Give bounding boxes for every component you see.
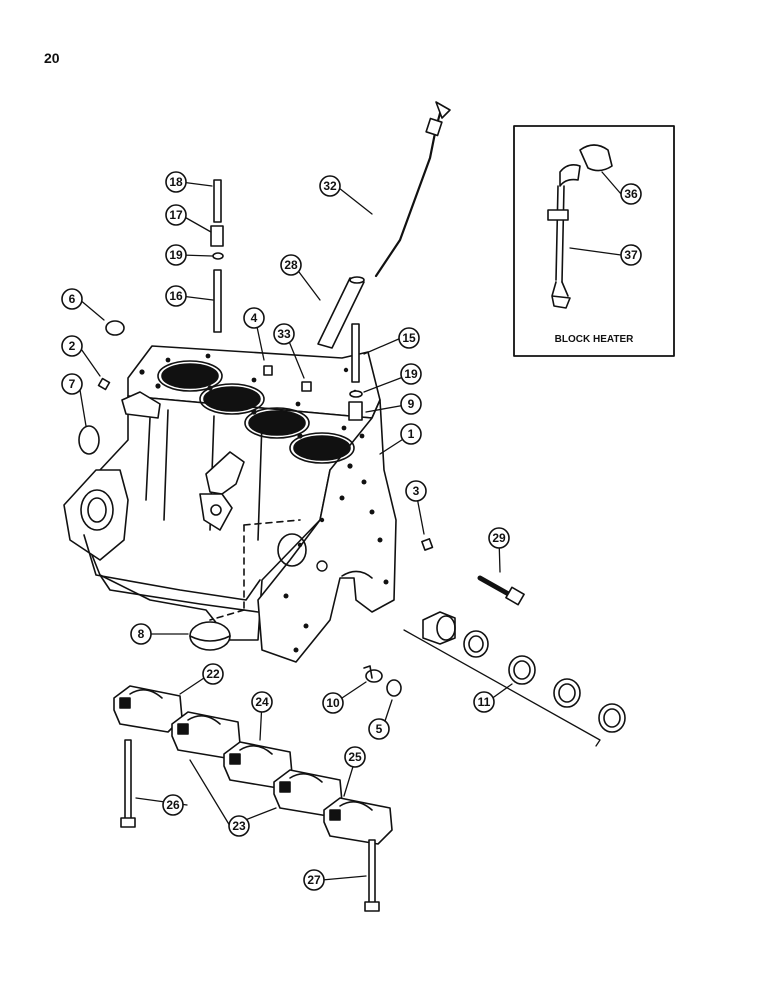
- callout-29: 29: [488, 527, 510, 549]
- plug-33: [301, 381, 312, 392]
- callout-5: 5: [368, 718, 390, 740]
- svg-text:19: 19: [169, 248, 183, 262]
- main-bearing-bolt-27: [364, 839, 380, 912]
- callout-23: 23: [228, 815, 250, 837]
- svg-text:18: 18: [169, 175, 183, 189]
- callout-2: 2: [61, 335, 83, 357]
- svg-text:37: 37: [624, 248, 638, 262]
- plug-3: [421, 538, 434, 551]
- svg-text:17: 17: [169, 208, 183, 222]
- callout-28: 28: [280, 254, 302, 276]
- callout-16: 16: [165, 285, 187, 307]
- camshaft-bearings: [403, 611, 626, 747]
- callout-1: 1: [400, 423, 422, 445]
- callout-19: 19: [165, 244, 187, 266]
- svg-text:15: 15: [402, 331, 416, 345]
- svg-text:22: 22: [206, 667, 220, 681]
- svg-text:25: 25: [348, 750, 362, 764]
- plug-4: [263, 365, 273, 376]
- callout-9: 9: [400, 393, 422, 415]
- svg-text:10: 10: [326, 696, 340, 710]
- dipstick-tube-28: [317, 276, 365, 349]
- callout-18: 18: [165, 171, 187, 193]
- svg-text:8: 8: [138, 627, 145, 641]
- svg-text:3: 3: [413, 484, 420, 498]
- svg-text:32: 32: [323, 179, 337, 193]
- callout-25: 25: [344, 746, 366, 768]
- callout-17: 17: [165, 204, 187, 226]
- bolt-29: [477, 575, 525, 606]
- svg-text:4: 4: [251, 311, 258, 325]
- main-bearing-bolt-26: [120, 739, 136, 828]
- svg-text:6: 6: [69, 292, 76, 306]
- callout-8: 8: [130, 623, 152, 645]
- svg-text:36: 36: [624, 187, 638, 201]
- callout-33: 33: [273, 323, 295, 345]
- cylinder-block: [63, 345, 397, 663]
- callout-22: 22: [202, 663, 224, 685]
- plug-2: [97, 377, 111, 391]
- callout-7: 7: [61, 373, 83, 395]
- plug-5: [386, 679, 402, 697]
- callout-6: 6: [61, 288, 83, 310]
- block-heater-inset: [513, 125, 675, 357]
- svg-text:9: 9: [408, 397, 415, 411]
- callout-19: 19: [400, 363, 422, 385]
- expansion-plug-8: [189, 621, 231, 651]
- ring-7: [78, 425, 100, 455]
- svg-text:24: 24: [255, 695, 269, 709]
- svg-text:16: 16: [169, 289, 183, 303]
- plug-6: [105, 320, 125, 336]
- callout-3: 3: [405, 480, 427, 502]
- svg-text:33: 33: [277, 327, 291, 341]
- callout-15: 15: [398, 327, 420, 349]
- main-bearing-caps: [113, 685, 393, 845]
- plug-10: [363, 665, 383, 683]
- svg-text:2: 2: [69, 339, 76, 353]
- callout-labels: 18 17 19 16 32 28 6 2 7 4 33 15 19 9 1 3…: [61, 171, 642, 891]
- svg-text:28: 28: [284, 258, 298, 272]
- inset-caption: BLOCK HEATER: [555, 334, 634, 345]
- svg-text:7: 7: [69, 377, 76, 391]
- svg-text:27: 27: [307, 873, 321, 887]
- page-number: 20: [44, 50, 60, 66]
- stud-15-assembly: [348, 323, 363, 421]
- callout-37: 37: [620, 244, 642, 266]
- svg-text:23: 23: [232, 819, 246, 833]
- callout-26: 26: [162, 794, 184, 816]
- svg-text:5: 5: [376, 722, 383, 736]
- svg-text:19: 19: [404, 367, 418, 381]
- callout-32: 32: [319, 175, 341, 197]
- callout-24: 24: [251, 691, 273, 713]
- stud-assembly: [210, 179, 224, 333]
- svg-text:26: 26: [166, 798, 180, 812]
- callout-27: 27: [303, 869, 325, 891]
- svg-text:29: 29: [492, 531, 506, 545]
- callout-4: 4: [243, 307, 265, 329]
- callout-11: 11: [473, 691, 495, 713]
- callout-36: 36: [620, 183, 642, 205]
- callout-10: 10: [322, 692, 344, 714]
- dipstick-32: [374, 101, 451, 278]
- svg-text:11: 11: [478, 695, 491, 709]
- svg-text:1: 1: [408, 427, 415, 441]
